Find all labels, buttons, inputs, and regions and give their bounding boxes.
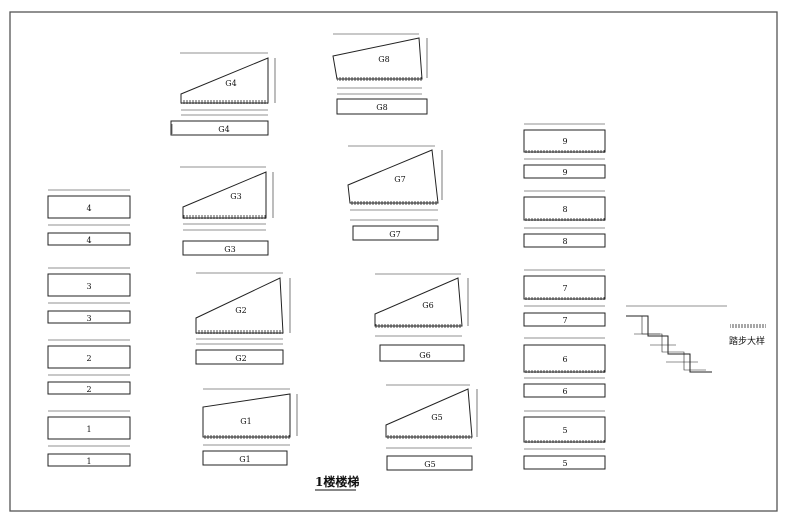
- piece-G4: [170, 52, 276, 136]
- step-detail-drawing: [626, 305, 727, 373]
- step-strip-label-6: 6: [562, 387, 567, 396]
- piece-label-G8: G8: [378, 55, 389, 64]
- step-strip-label-1: 1: [86, 457, 91, 466]
- step-detail-label: 踏步大样: [729, 335, 765, 347]
- steps-right-column: [523, 123, 606, 470]
- piece-G6: [374, 273, 469, 362]
- strip-label-G6: G6: [419, 351, 430, 360]
- piece-G2: [195, 272, 291, 365]
- piece-label-G7: G7: [394, 175, 405, 184]
- steps-left-column: [47, 189, 131, 467]
- step-label-7: 7: [562, 284, 567, 293]
- piece-label-G6: G6: [422, 301, 433, 310]
- piece-label-G2: G2: [235, 306, 246, 315]
- step-strip-label-8: 8: [562, 237, 567, 246]
- strip-label-G2: G2: [235, 354, 246, 363]
- step-strip-label-4: 4: [86, 236, 91, 245]
- step-label-8: 8: [562, 205, 567, 214]
- strip-label-G8: G8: [376, 103, 387, 112]
- piece-label-G4: G4: [225, 79, 236, 88]
- strip-label-G4: G4: [218, 125, 229, 134]
- step-label-9: 9: [562, 137, 567, 146]
- strip-label-G1: G1: [239, 455, 250, 464]
- step-strip-label-7: 7: [562, 316, 567, 325]
- step-strip-label-2: 2: [86, 385, 91, 394]
- step-strip-label-9: 9: [562, 168, 567, 177]
- drawing-title: 1楼楼梯: [315, 474, 359, 489]
- piece-label-G5: G5: [431, 413, 442, 422]
- sheet-border: [9, 11, 778, 512]
- piece-G7: [347, 145, 443, 241]
- step-detail-hatch: [730, 324, 766, 328]
- step-label-4: 4: [86, 204, 91, 213]
- piece-G8: [332, 33, 428, 115]
- step-label-1: 1: [86, 425, 91, 434]
- piece-G5: [385, 384, 478, 471]
- strip-label-G7: G7: [389, 230, 400, 239]
- piece-label-G3: G3: [230, 192, 241, 201]
- strip-label-G3: G3: [224, 245, 235, 254]
- piece-G3: [180, 166, 274, 256]
- piece-label-G1: G1: [240, 417, 251, 426]
- step-strip-label-5: 5: [562, 459, 567, 468]
- piece-G1: [202, 388, 298, 466]
- step-label-2: 2: [86, 354, 91, 363]
- step-label-3: 3: [86, 282, 91, 291]
- strip-label-G5: G5: [424, 460, 435, 469]
- step-label-6: 6: [562, 355, 567, 364]
- step-label-5: 5: [562, 426, 567, 435]
- step-strip-label-3: 3: [86, 314, 91, 323]
